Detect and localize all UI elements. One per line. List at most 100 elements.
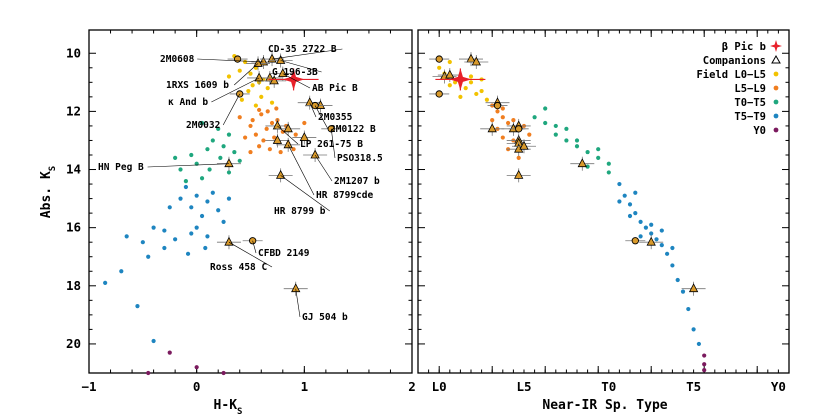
x-tick-label: T5 (686, 379, 701, 394)
x-tick-label: T0 (601, 379, 616, 394)
field-dot (194, 365, 199, 370)
x-tick-label: −1 (81, 379, 96, 394)
field-dot (495, 109, 500, 114)
field-dot (199, 120, 205, 126)
field-dot (500, 106, 505, 111)
field-dot (543, 106, 548, 111)
field-dot (265, 109, 270, 114)
legend-label: Companions (703, 55, 766, 67)
field-dot (649, 222, 654, 227)
field-dot (203, 245, 208, 251)
field-dot (194, 225, 199, 230)
field-dot (564, 138, 569, 143)
annotation-leader (271, 48, 343, 60)
field-dot (124, 234, 129, 239)
field-dot (221, 370, 226, 376)
field-dot (226, 132, 232, 137)
field-dot (702, 353, 707, 358)
companion-triangle (283, 123, 293, 133)
companion-triangle (299, 132, 309, 141)
field-dot (194, 193, 199, 198)
x-tick-label: 2 (408, 379, 416, 394)
field-dot (272, 135, 277, 140)
companion-circle (435, 90, 443, 98)
field-dot (265, 86, 270, 91)
companion-triangle (272, 120, 283, 130)
field-dot (654, 237, 659, 242)
legend-label: β Pic b (722, 41, 766, 53)
field-dot (670, 245, 675, 251)
field-dot (532, 115, 537, 120)
field-dot (253, 103, 258, 108)
field-dot (239, 97, 244, 102)
y-tick-label: 18 (66, 278, 81, 293)
field-dot (226, 170, 232, 175)
legend-label: Field L0−L5 (696, 69, 766, 81)
annotation-leader (314, 154, 333, 182)
field-dot (210, 190, 215, 195)
field-dot (146, 370, 151, 376)
field-dot (596, 155, 601, 160)
companion-triangle (487, 123, 497, 133)
field-dot (468, 74, 474, 79)
field-dot (248, 123, 253, 129)
field-dot (302, 120, 307, 126)
field-dot (221, 219, 226, 224)
companion-circle (631, 237, 639, 245)
legend-star-icon (770, 40, 782, 52)
field-dot (183, 184, 188, 190)
companion-triangle (310, 149, 320, 159)
companion-circle (233, 55, 242, 63)
companion-triangle (267, 53, 277, 63)
y-tick-label: 16 (66, 220, 81, 235)
field-dot (627, 213, 633, 219)
legend-triangle-icon (771, 54, 781, 64)
companion-circle (515, 125, 523, 133)
annotation-label: 2M0032 (186, 120, 220, 131)
legend-label: T0−T5 (734, 97, 766, 109)
companion-circle (311, 101, 319, 110)
y-tick-label: 12 (66, 103, 81, 118)
annotation-label: HR 8799 b (274, 206, 326, 217)
field-dot (659, 243, 664, 248)
field-dot (511, 118, 516, 123)
field-dot (437, 65, 442, 70)
field-dot (250, 83, 255, 88)
annotation-label: GJ 504 b (302, 312, 348, 323)
legend-dot-icon (773, 113, 779, 119)
field-dot (185, 251, 191, 256)
field-dot (447, 59, 452, 65)
field-dot (585, 164, 590, 169)
annotation-label: CD-35 2722 B (268, 44, 337, 55)
field-dot (280, 129, 285, 134)
annotation-label: PSO318.5 (337, 153, 383, 164)
annotation-label: 2M1207 b (334, 176, 380, 187)
field-dot (221, 144, 226, 149)
field-dot (151, 225, 156, 230)
legend-dot-icon (773, 85, 779, 91)
legend-label: T5−T9 (734, 111, 766, 123)
annotation-label: Ross 458 C (210, 262, 267, 273)
companion-triangle (269, 75, 279, 85)
field-dot (702, 367, 707, 373)
field-dot (659, 228, 664, 233)
field-dot (205, 147, 210, 152)
field-dot (199, 176, 205, 181)
field-dot (173, 237, 178, 242)
companion-triangle (688, 283, 699, 293)
field-dot (205, 234, 210, 239)
companion-triangle (445, 69, 455, 79)
field-dot (506, 120, 511, 126)
field-dot (500, 135, 505, 140)
annotation-leader (211, 77, 260, 103)
annotation-leader (309, 102, 317, 118)
y-tick-label: 14 (66, 162, 81, 177)
field-dot (574, 138, 580, 143)
field-dot (617, 199, 622, 204)
annotation-label: HR 8799cde (316, 190, 373, 201)
companion-triangle (646, 236, 656, 246)
field-dot (216, 126, 221, 131)
annotation-label: 2M0608 (160, 54, 195, 65)
field-dot (269, 120, 275, 126)
